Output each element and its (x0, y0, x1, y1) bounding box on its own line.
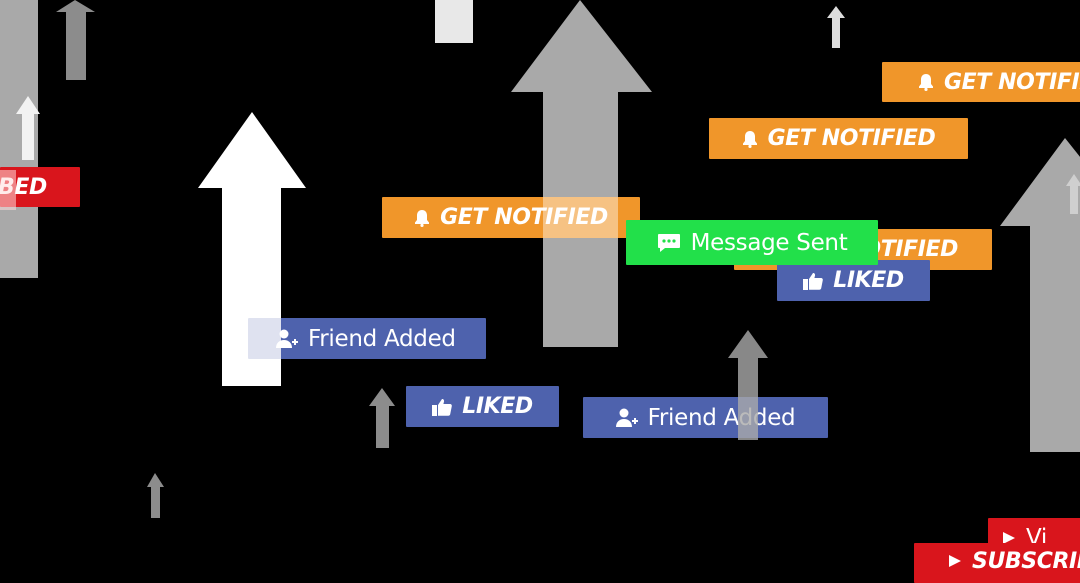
get-notified-label: GET NOTIFIED (440, 205, 608, 230)
bell-icon (919, 74, 933, 91)
bell-icon (415, 209, 430, 227)
arrow-shaft (435, 0, 473, 43)
arrow-up-icon (511, 0, 652, 347)
get-notified-badge: GET NOTIFIED (382, 197, 640, 238)
badge-overlay (0, 170, 16, 210)
arrow-up-icon (56, 0, 95, 80)
thumbs-up-icon (803, 272, 824, 290)
arrows-layer (0, 0, 1080, 518)
chat-bubble-icon (657, 233, 680, 252)
get-notified-badge: GET NOTIFIED (882, 62, 1080, 102)
liked-badge: LIKED (777, 260, 930, 301)
liked-label: LIKED (833, 268, 904, 293)
arrow-up-icon (1066, 174, 1080, 214)
subscribe-label: SUBSCRIB (972, 549, 1080, 574)
get-notified-label: GET NOTIFIED (767, 126, 936, 151)
arrow-overlay (248, 318, 281, 359)
arrow-up-icon (198, 112, 306, 386)
get-notified-badge: GET NOTIFIED (709, 118, 968, 159)
play-icon (1003, 532, 1015, 544)
add-user-icon (615, 408, 638, 427)
arrow-up-icon (147, 473, 164, 518)
get-notified-label: GET NOTIFIED (944, 69, 1080, 95)
bell-icon (742, 130, 757, 148)
get-notified-label: OTIFIED (862, 237, 958, 262)
friend-added-badge: Friend Added (248, 318, 486, 359)
play-icon (949, 555, 961, 567)
friend-added-label: Friend Added (647, 404, 796, 431)
friend-added-label: Friend Added (308, 325, 456, 352)
thumbs-up-icon (432, 398, 453, 416)
message-sent-label: Message Sent (690, 229, 848, 256)
liked-badge: LIKED (406, 386, 559, 427)
friend-added-badge: Friend Added (583, 397, 828, 438)
arrow-up-icon (16, 96, 40, 160)
liked-label: LIKED (462, 394, 533, 419)
arrow-up-icon (369, 388, 395, 448)
arrow-up-icon (1000, 138, 1080, 452)
message-sent-badge: Message Sent (626, 220, 878, 265)
arrow-overlay (543, 197, 618, 238)
subscribe-badge: SUBSCRIB (914, 543, 1080, 583)
arrow-up-icon (827, 6, 845, 48)
